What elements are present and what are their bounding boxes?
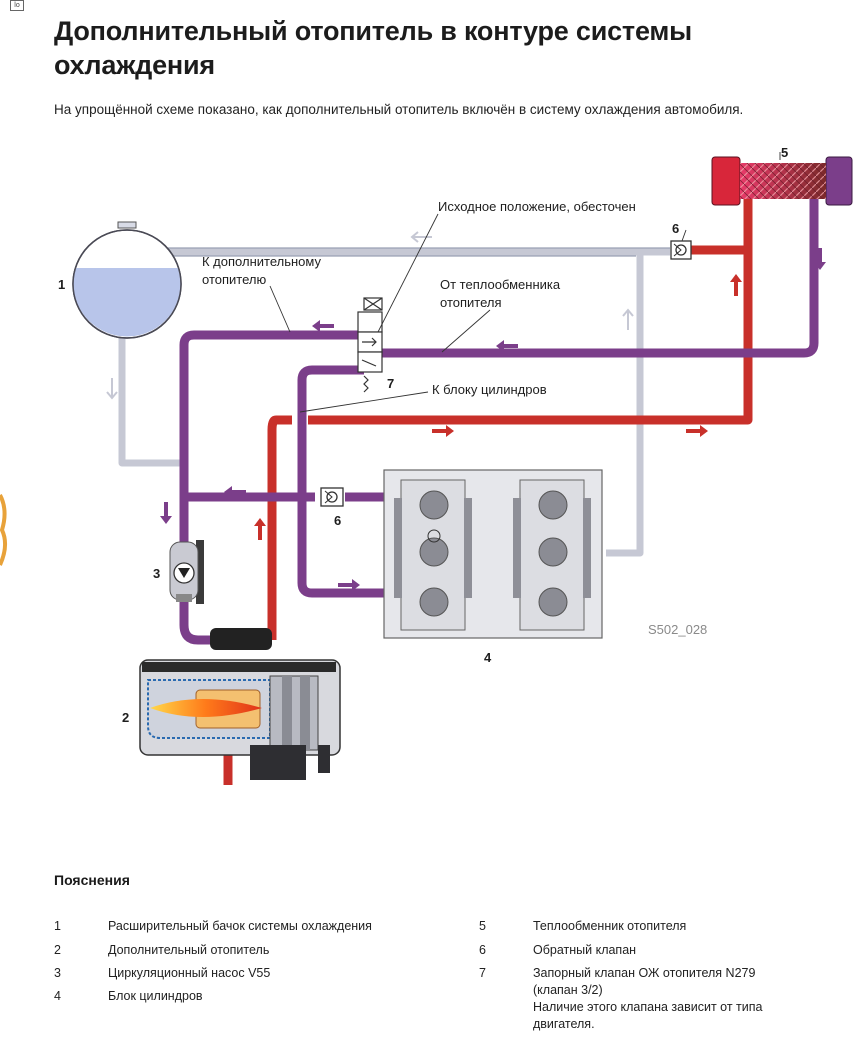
legend-text: Запорный клапан ОЖ отопителя N279 (533, 966, 756, 980)
cylinder-block (383, 469, 603, 639)
figure-code: S502_028 (648, 622, 707, 637)
callout-from-heat-exchanger-2: отопителя (440, 295, 502, 310)
coolant-circuit-diagram: Исходное положение, обесточен К дополнит… (58, 145, 853, 785)
callout-to-cylinder-block: К блоку цилиндров (432, 382, 547, 397)
legend-num: 7 (479, 966, 486, 980)
legend-num: 2 (54, 943, 61, 957)
callout-initial-position: Исходное положение, обесточен (438, 199, 636, 214)
callout-to-aux-heater-2: отопителю (202, 272, 266, 287)
legend-text: Дополнительный отопитель (108, 943, 270, 957)
label-6-bottom: 6 (334, 513, 341, 528)
legend-num: 6 (479, 943, 486, 957)
side-decoration (0, 494, 7, 566)
auxiliary-heater (139, 628, 341, 780)
legend-num: 4 (54, 989, 61, 1003)
check-valve-bottom (320, 487, 344, 507)
legend-text: Расширительный бачок системы охлаждения (108, 919, 372, 933)
callout-to-aux-heater-1: К дополнительному (202, 254, 321, 269)
legend-text: Обратный клапан (533, 943, 637, 957)
legend-item-4: 4 Блок цилиндров (54, 988, 454, 1006)
legend-text-line4: двигателя. (533, 1017, 595, 1031)
legend-heading: Пояснения (54, 872, 130, 888)
label-2: 2 (122, 710, 129, 725)
label-7: 7 (387, 376, 394, 391)
legend-item-2: 2 Дополнительный отопитель (54, 942, 454, 960)
flow-arrows (106, 231, 826, 591)
legend-num: 1 (54, 919, 61, 933)
heat-exchanger (711, 156, 853, 206)
warm-lines (179, 198, 819, 645)
corner-icon: lo (10, 0, 24, 11)
legend-text-line2: (клапан 3/2) (533, 983, 603, 997)
callout-lines (269, 152, 781, 413)
circulation-pump (169, 540, 204, 604)
legend-item-6: 6 Обратный клапан (479, 942, 839, 960)
legend-text: Теплообменник отопителя (533, 919, 687, 933)
legend-num: 3 (54, 966, 61, 980)
label-4: 4 (484, 650, 492, 665)
shutoff-valve (357, 297, 383, 393)
label-1: 1 (58, 277, 65, 292)
legend-text: Блок цилиндров (108, 989, 203, 1003)
legend-item-7: 7 Запорный клапан ОЖ отопителя N279 (кла… (479, 965, 839, 1037)
label-6-top: 6 (672, 221, 679, 236)
expansion-tank (72, 221, 182, 339)
callout-from-heat-exchanger-1: От теплообменника (440, 277, 561, 292)
legend-item-3: 3 Циркуляционный насос V55 (54, 965, 454, 983)
label-5: 5 (781, 145, 788, 160)
page-subtitle: На упрощённой схеме показано, как дополн… (54, 102, 744, 117)
check-valve-top (670, 240, 692, 260)
page-title: Дополнительный отопитель в контуре систе… (54, 16, 693, 80)
legend-item-1: 1 Расширительный бачок системы охлаждени… (54, 918, 454, 936)
legend-item-5: 5 Теплообменник отопителя (479, 918, 839, 936)
legend-text: Циркуляционный насос V55 (108, 966, 271, 980)
legend-text-line3: Наличие этого клапана зависит от типа (533, 1000, 763, 1014)
label-3: 3 (153, 566, 160, 581)
legend-num: 5 (479, 919, 486, 933)
